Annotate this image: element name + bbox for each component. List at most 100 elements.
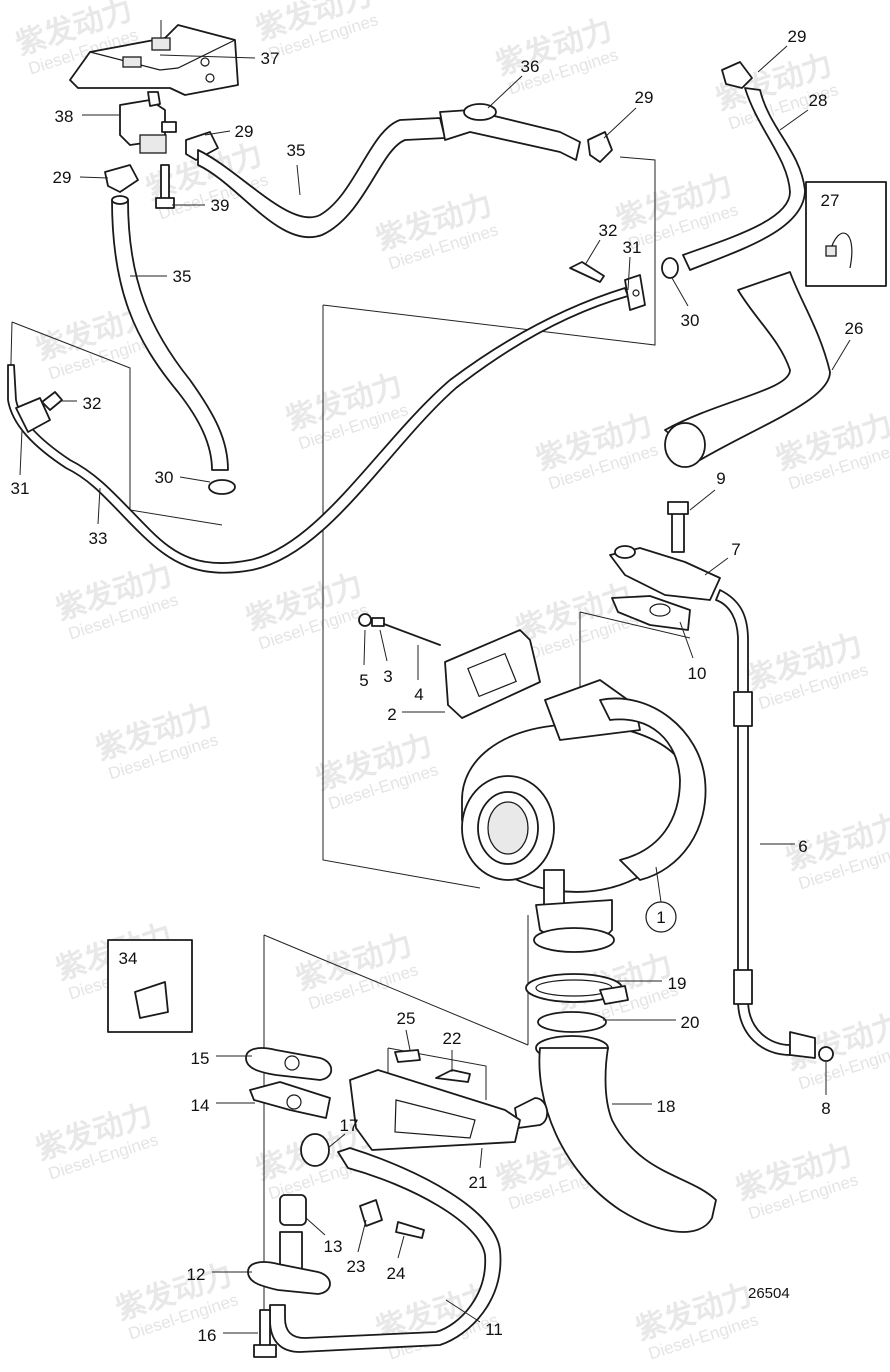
callout-16: 16: [198, 1326, 217, 1345]
assembly-guide-lines: [9, 156, 691, 1345]
leader-line-23: [357, 1219, 367, 1253]
callout-3: 3: [383, 667, 392, 686]
callout-34: 34: [119, 949, 138, 968]
callout-5: 5: [359, 671, 368, 690]
leader-line-3: [379, 629, 388, 662]
leader-line-17: [327, 1133, 346, 1149]
callout-37: 37: [261, 49, 280, 68]
leader-line-29: [204, 130, 231, 136]
callout-28: 28: [809, 91, 828, 110]
callout-14: 14: [191, 1096, 210, 1115]
gasket-part-2: [444, 629, 541, 719]
ring-part-8: [818, 1046, 834, 1062]
callout-36: 36: [521, 57, 540, 76]
callout-25: 25: [397, 1009, 416, 1028]
callout-22: 22: [443, 1029, 462, 1048]
callout-30: 30: [155, 468, 174, 487]
document-number: 26504: [748, 1285, 790, 1302]
callout-24: 24: [387, 1264, 406, 1283]
leader-line-31: [627, 256, 631, 291]
callout-9: 9: [716, 469, 725, 488]
callout-4: 4: [414, 685, 423, 704]
callout-leader-lines: [19, 45, 851, 1334]
leader-line-37: [159, 54, 256, 59]
callout-38: 38: [55, 107, 74, 126]
callout-13: 13: [324, 1237, 343, 1256]
leader-line-25: [405, 1029, 411, 1051]
leader-line-30: [671, 277, 689, 307]
leader-line-29: [757, 45, 788, 73]
clamp-parts-19-20: [525, 973, 629, 1033]
callout-17: 17: [340, 1116, 359, 1135]
leader-line-5: [363, 629, 366, 666]
stud-parts-3-4-5: [358, 613, 441, 646]
leader-line-29: [603, 107, 637, 139]
callout-31: 31: [11, 479, 30, 498]
callout-30: 30: [681, 311, 700, 330]
callout-6: 6: [798, 837, 807, 856]
inset-box-part-34: [107, 939, 193, 1033]
sleeve-part-13: [279, 1194, 307, 1226]
turbocharger-assembly: [461, 679, 707, 953]
callout-19: 19: [668, 974, 687, 993]
hose-part-26: [664, 271, 831, 468]
leader-line-10: [679, 621, 694, 659]
callout-11: 11: [485, 1320, 503, 1339]
bolt-parts-22-25: [394, 1049, 471, 1083]
leader-line-31: [19, 429, 23, 476]
elbow-pipe-part-18: [514, 1035, 717, 1233]
leader-line-32: [584, 239, 601, 266]
leader-line-13: [305, 1217, 326, 1236]
hose-part-35-vertical: [111, 195, 236, 495]
leader-line-24: [397, 1235, 405, 1259]
callout-29: 29: [53, 168, 72, 187]
reference-marker-label: 1: [656, 908, 665, 927]
callout-35: 35: [173, 267, 192, 286]
callout-21: 21: [469, 1173, 488, 1192]
callout-27: 27: [821, 191, 840, 210]
callout-32: 32: [599, 221, 618, 240]
reference-marker-1: 1: [645, 866, 677, 933]
callout-39: 39: [211, 196, 230, 215]
leader-line-11: [445, 1299, 481, 1323]
callout-26: 26: [845, 319, 864, 338]
callout-35: 35: [287, 141, 306, 160]
callout-2: 2: [387, 705, 396, 724]
clip-bolt-parts-23-24: [359, 1199, 425, 1239]
callout-15: 15: [191, 1049, 210, 1068]
callout-12: 12: [187, 1265, 206, 1284]
bracket-part-21: [349, 1069, 521, 1151]
callout-10: 10: [688, 664, 707, 683]
leader-line-36: [487, 75, 523, 109]
callout-31: 31: [623, 238, 642, 257]
oil-flange-parts-7-9-10: [609, 501, 721, 631]
leader-line-21: [479, 1147, 483, 1169]
callout-20: 20: [681, 1013, 700, 1032]
callout-32: 32: [83, 394, 102, 413]
hose-part-35-upper: [197, 103, 581, 238]
leader-line-33: [97, 487, 101, 525]
flange-part-12: [247, 1231, 331, 1295]
bolt-part-16: [253, 1309, 277, 1358]
leader-line-9: [689, 489, 716, 511]
clamp-part-29: [104, 61, 753, 193]
callout-7: 7: [731, 540, 740, 559]
leader-line-35: [296, 164, 301, 196]
valve-part-38: [119, 91, 177, 154]
leader-line-29: [79, 176, 109, 179]
